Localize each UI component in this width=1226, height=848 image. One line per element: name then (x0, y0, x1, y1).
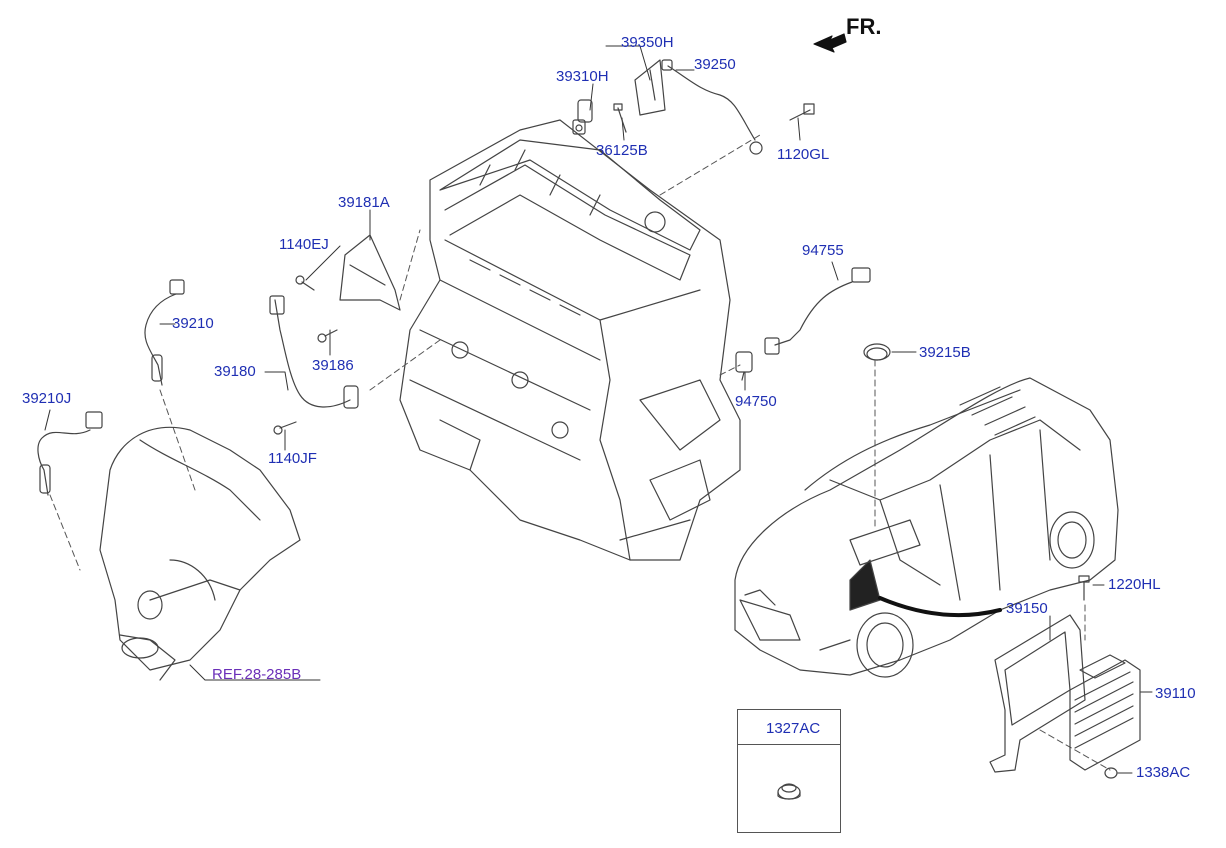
oxygen-sensor-icon (37, 411, 103, 496)
heat-shield-icon (339, 234, 401, 311)
part-label-39210[interactable]: 39210 (172, 315, 214, 332)
inset-part-label[interactable]: 1327AC (766, 720, 821, 737)
reference-label[interactable]: REF.28-285B (212, 666, 302, 683)
engine-block-illustration (399, 119, 741, 561)
exhaust-manifold-illustration (99, 426, 301, 681)
part-label-39150[interactable]: 39150 (1006, 600, 1048, 617)
temperature-sensor-icon (735, 267, 871, 381)
part-label-1120GL[interactable]: 1120GL (777, 146, 830, 163)
part-label-39180[interactable]: 39180 (214, 363, 256, 380)
part-label-94750[interactable]: 94750 (735, 393, 777, 410)
inset-header: 1327AC (738, 710, 840, 745)
direction-arrow-icon (813, 33, 847, 53)
cam-sensor-icon (572, 99, 593, 135)
bolt-icon (273, 421, 297, 435)
part-label-39181A[interactable]: 39181A (338, 194, 390, 211)
direction-label: FR. (846, 14, 882, 39)
bracket-icon (634, 59, 666, 116)
part-label-39310H[interactable]: 39310H (556, 68, 609, 85)
bolt-icon (1078, 575, 1090, 601)
ecu-bracket-icon (989, 614, 1086, 773)
part-label-39186[interactable]: 39186 (312, 357, 354, 374)
suv-vehicle-illustration (734, 377, 1119, 678)
part-label-1338AC[interactable]: 1338AC (1136, 764, 1191, 781)
part-label-39210J[interactable]: 39210J (22, 390, 72, 407)
part-label-39350H[interactable]: 39350H (621, 34, 674, 51)
oxygen-sensor-icon (144, 279, 185, 386)
part-label-39250[interactable]: 39250 (694, 56, 736, 73)
part-label-1140JF[interactable]: 1140JF (268, 450, 317, 467)
grommet-icon (863, 343, 891, 361)
part-label-94755[interactable]: 94755 (802, 242, 844, 259)
wiring-harness-icon (269, 295, 359, 409)
part-label-1220HL[interactable]: 1220HL (1108, 576, 1161, 593)
bolt-icon (613, 103, 627, 133)
nut-icon (1104, 767, 1118, 779)
clip-nut-icon (777, 783, 801, 800)
part-label-36125B[interactable]: 36125B (596, 142, 648, 159)
bolt-icon (317, 329, 338, 343)
bolt-icon (789, 103, 815, 121)
bolt-icon (295, 275, 315, 291)
sensor-cable-icon (661, 59, 763, 155)
part-label-39215B[interactable]: 39215B (919, 344, 971, 361)
ecu-module-icon (1069, 654, 1141, 771)
part-label-39110[interactable]: 39110 (1155, 685, 1196, 702)
part-label-1140EJ[interactable]: 1140EJ (279, 236, 329, 253)
inset-part-box: 1327AC (737, 709, 841, 833)
